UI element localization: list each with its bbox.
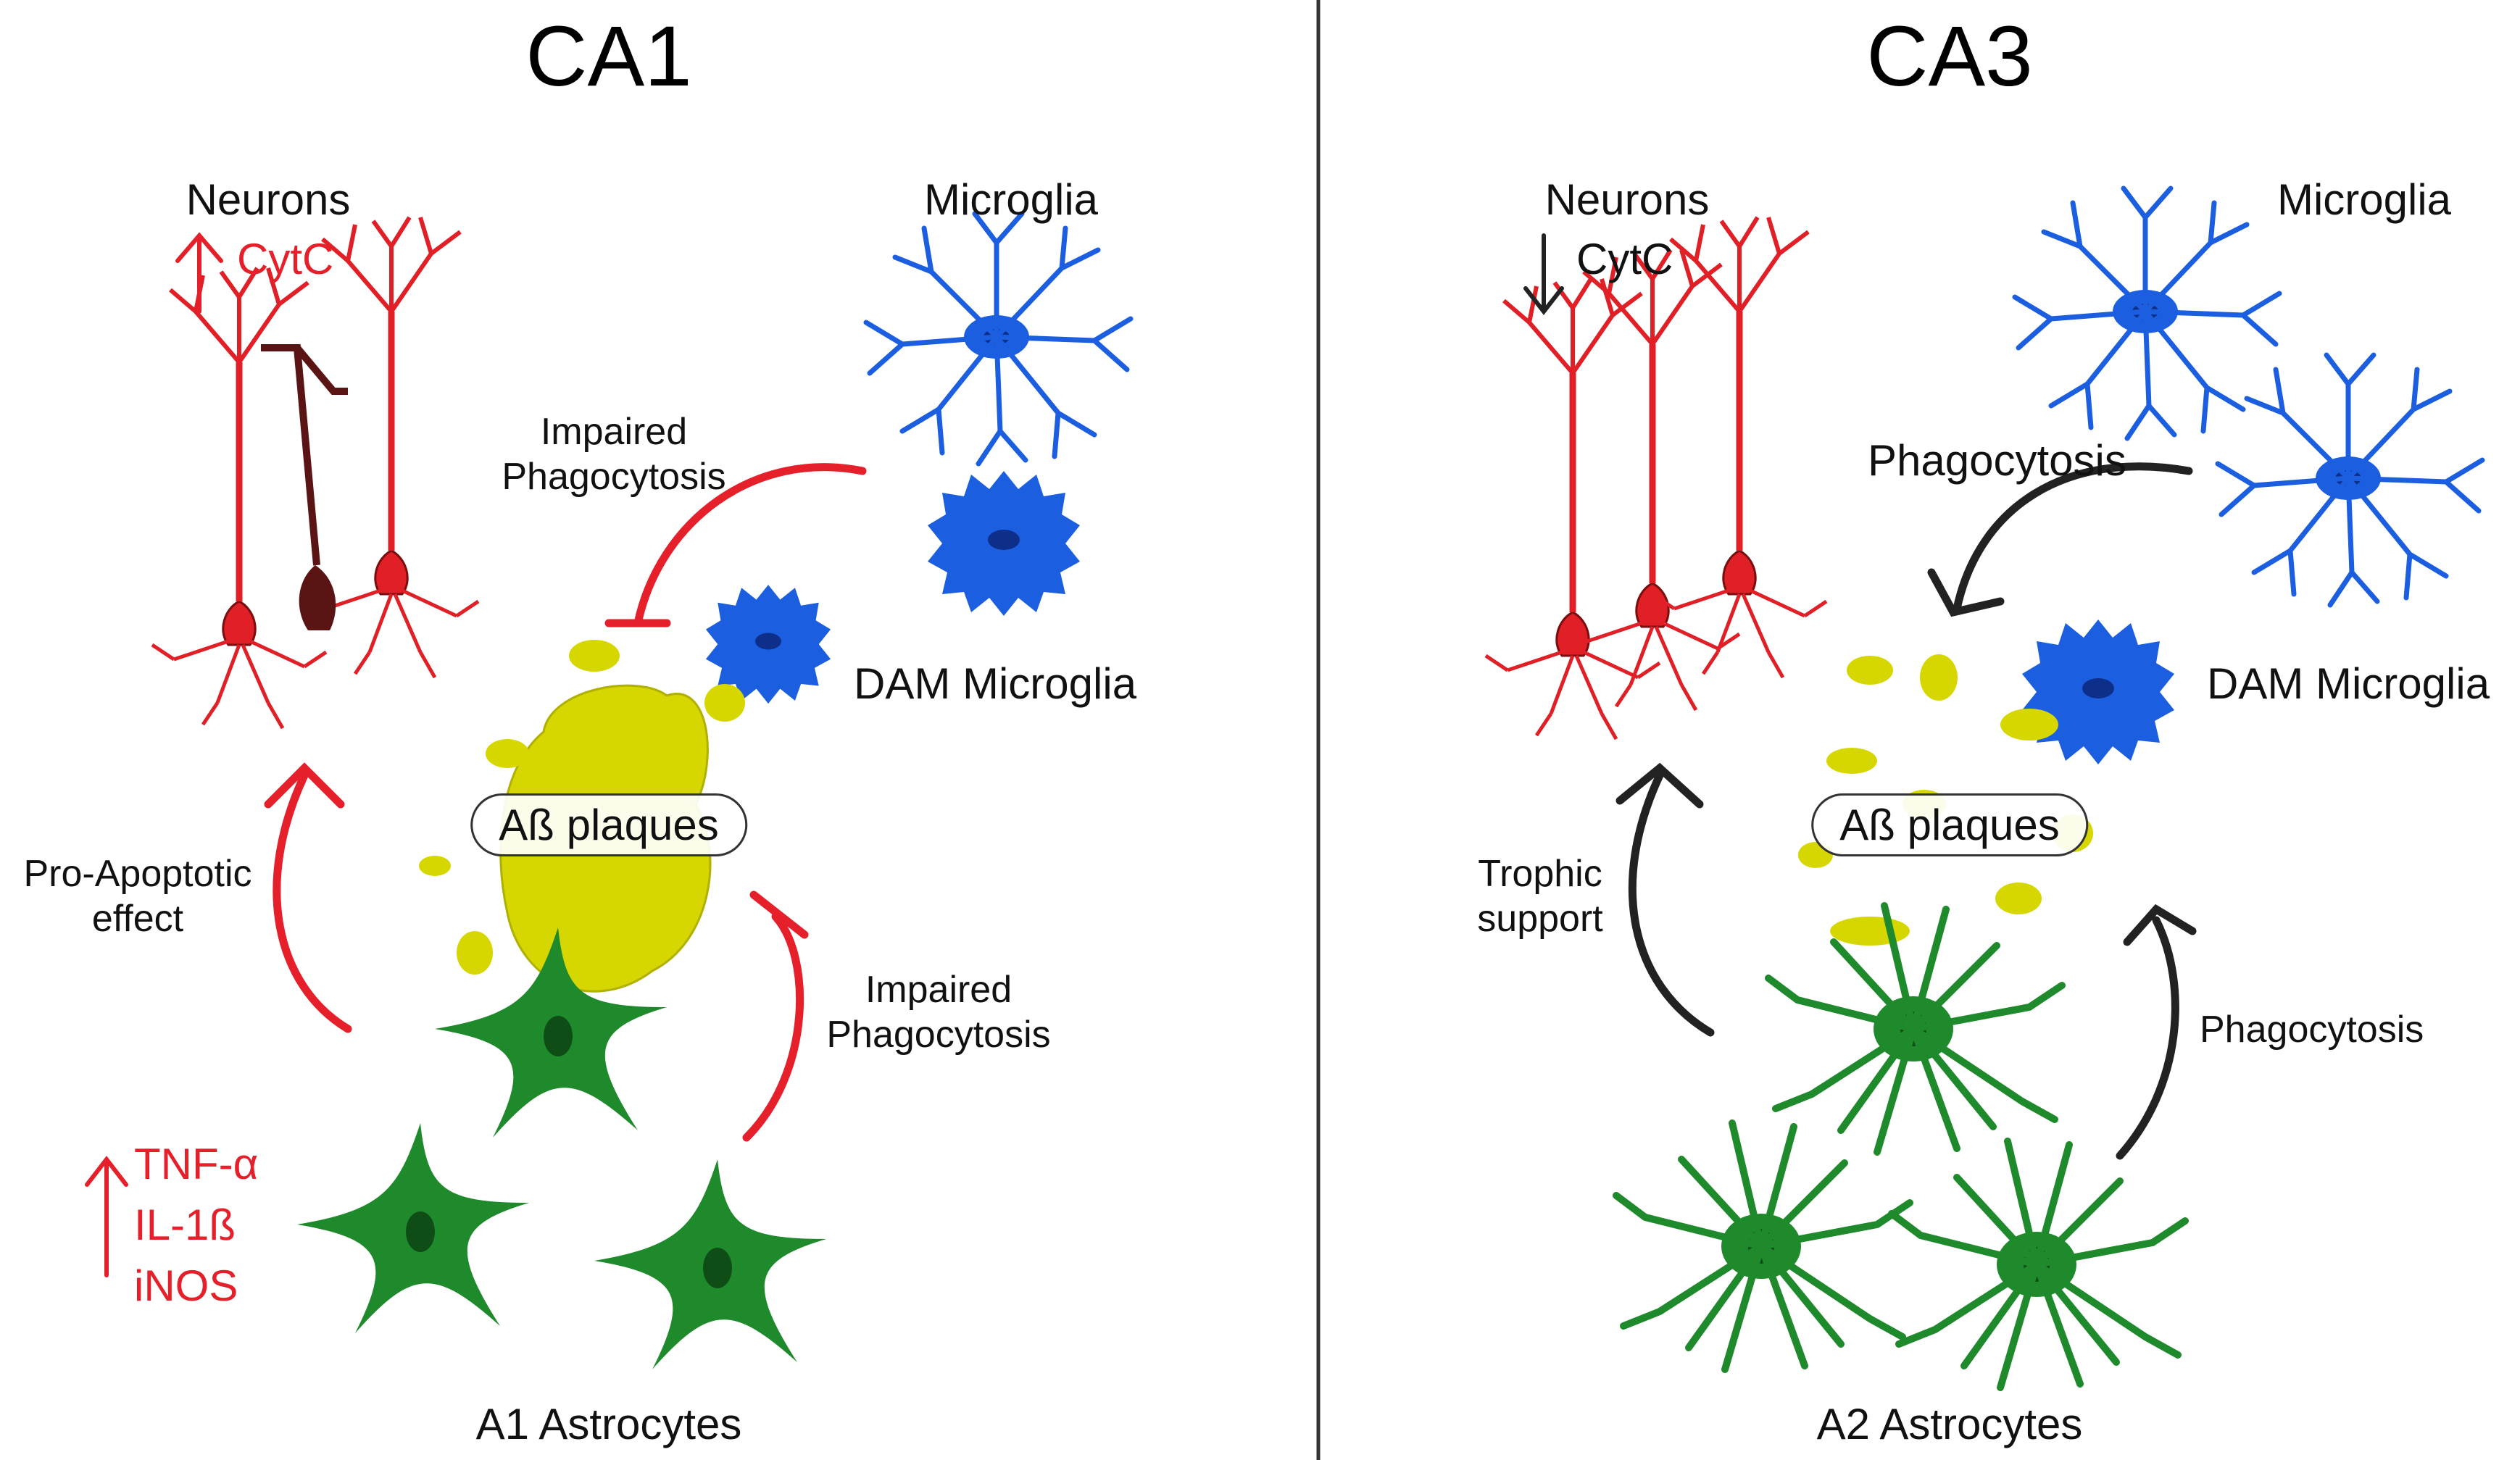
ca3-arrows (1523, 233, 2197, 1160)
astrocyte-cell (1892, 1141, 2185, 1388)
dam-microglia-cell (928, 471, 1080, 616)
astrocyte-cell (297, 1123, 529, 1333)
astrocyte-phagocytosis-arrow (2116, 904, 2197, 1160)
ca1-cytokines-list: TNF-α IL-1ß iNOS (134, 1134, 258, 1317)
ca3-microglia-label: Microglia (2276, 175, 2452, 224)
ca3-cytc-label: CytC (1576, 235, 1673, 283)
ca3-microglia (2015, 188, 2482, 605)
astrocyte-cell (1616, 1123, 1910, 1369)
microglia-cell (866, 214, 1131, 464)
neuron-cell (1486, 279, 1660, 739)
ca3-neurons-label: Neurons (1544, 175, 1710, 224)
ca3-plaques-label: Aß plaques (1811, 793, 2088, 856)
neuron-cell (152, 268, 326, 728)
ca3-astrocytes-label: A2 Astrocytes (1816, 1400, 2083, 1448)
dam-microglia-cell (2022, 620, 2174, 764)
microglia-cell (2218, 355, 2482, 605)
microglia-phagocytosis-arrow (1927, 462, 2193, 617)
impaired-phagocytosis-inhibition-top (604, 463, 867, 627)
ca1-neuron-cluster (152, 217, 478, 728)
ca1-microglia-label: Microglia (923, 175, 1099, 224)
ca1-title: CA1 (525, 9, 692, 104)
neuron-cell (1565, 250, 1739, 710)
ca1-astrocytes-label: A1 Astrocytes (475, 1400, 742, 1448)
ca3-title: CA3 (1866, 9, 2033, 104)
pro-apoptotic-arrow (264, 762, 352, 1033)
astrocyte-cell (1768, 906, 2062, 1152)
microglia-cell (2015, 188, 2279, 438)
ca1-astrocytes (297, 927, 826, 1369)
ca3-phagocytosis-label-1: Phagocytosis (1868, 436, 2126, 485)
astrocyte-cell (594, 1159, 826, 1369)
neuron-cell (1652, 217, 1826, 677)
cytc-down-arrow (1523, 233, 1564, 315)
ca1-neurons-label: Neurons (186, 175, 351, 224)
trophic-support-arrow (1615, 762, 1715, 1037)
cytokine-il1b: IL-1ß (134, 1201, 236, 1249)
ca3-dam-microglia (2022, 620, 2174, 764)
ca1-dam-microglia-label: DAM Microglia (854, 659, 1137, 708)
ca1-plaques-label: Aß plaques (470, 793, 747, 856)
ca1-microglia (866, 214, 1131, 464)
ca3-phagocytosis-label-2: Phagocytosis (2200, 1009, 2424, 1051)
ca1-arrows (85, 232, 867, 1277)
cytokine-tnf: TNF-α (134, 1140, 259, 1188)
ca3-dam-microglia-label: DAM Microglia (2207, 659, 2490, 708)
cytokines-up-arrow (85, 1156, 128, 1277)
cytokine-inos: iNOS (134, 1261, 238, 1310)
ca1-cytc-label: CytC (237, 235, 334, 283)
ca3-astrocytes (1616, 906, 2185, 1388)
apoptotic-neuron-cell (261, 344, 348, 630)
ca3-neuron-cluster (1486, 217, 1826, 739)
impaired-phagocytosis-inhibition-bottom (742, 890, 809, 1142)
cytc-up-arrow (175, 232, 223, 314)
